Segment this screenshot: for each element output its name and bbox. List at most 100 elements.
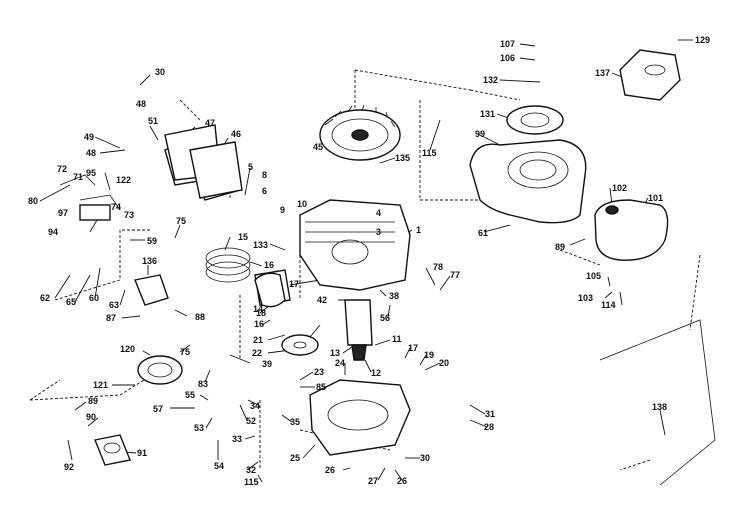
crankshaft [344, 299, 373, 361]
governor-linkage [59, 174, 121, 221]
label-11: 11 [392, 334, 402, 344]
filter [137, 355, 183, 385]
crankcase-base [309, 379, 411, 456]
label-23: 23 [314, 367, 324, 377]
label-90: 90 [86, 412, 96, 422]
piston-rings [205, 247, 251, 283]
label-42: 42 [317, 295, 327, 305]
label-47: 47 [205, 118, 215, 128]
label-6: 6 [262, 186, 267, 196]
label-15: 15 [238, 232, 248, 242]
label-26: 26 [325, 465, 335, 475]
label-17: 17 [289, 279, 299, 289]
label-62: 62 [40, 293, 50, 303]
rewind-starter [506, 105, 564, 135]
label-14: 14 [253, 304, 263, 314]
cam-gear [281, 334, 319, 356]
label-56: 56 [380, 313, 390, 323]
label-18: 18 [256, 308, 266, 318]
part-labels: 107 106 129 30 48 132 137 131 51 47 49 4… [28, 35, 710, 487]
spin-filter [94, 434, 131, 466]
label-135: 135 [395, 153, 410, 163]
leader-lines [39, 39, 693, 483]
label-45: 45 [313, 142, 323, 152]
label-34: 34 [250, 401, 260, 411]
label-72: 72 [57, 164, 67, 174]
label-46: 46 [231, 129, 241, 139]
label-27: 27 [368, 476, 378, 486]
label-5: 5 [248, 162, 253, 172]
label-53: 53 [194, 423, 204, 433]
label-94: 94 [48, 227, 58, 237]
label-16: 16 [264, 260, 274, 270]
label-38: 38 [389, 291, 399, 301]
label-48b: 48 [86, 148, 96, 158]
label-89b: 89 [88, 396, 98, 406]
label-4: 4 [376, 208, 381, 218]
label-99: 99 [475, 129, 485, 139]
label-85: 85 [316, 382, 326, 392]
label-30b: 30 [420, 453, 430, 463]
label-129: 129 [695, 35, 710, 45]
label-133: 133 [253, 240, 268, 250]
label-16b: 16 [254, 319, 264, 329]
gasket [164, 124, 243, 199]
label-13: 13 [330, 348, 340, 358]
label-26b: 26 [397, 476, 407, 486]
label-51: 51 [148, 116, 158, 126]
label-114: 114 [601, 300, 616, 310]
label-78: 78 [433, 262, 443, 272]
label-77: 77 [450, 270, 460, 280]
label-54: 54 [214, 461, 224, 471]
label-97: 97 [58, 208, 68, 218]
label-115b: 115 [244, 477, 259, 487]
label-57: 57 [153, 404, 163, 414]
label-101: 101 [648, 193, 663, 203]
label-75b: 75 [180, 347, 190, 357]
label-89: 89 [555, 242, 565, 252]
label-136: 136 [142, 256, 157, 266]
label-9: 9 [280, 205, 285, 215]
label-8: 8 [262, 170, 267, 180]
label-63: 63 [109, 300, 119, 310]
label-3: 3 [376, 227, 381, 237]
label-55: 55 [185, 390, 195, 400]
blower-housing [469, 139, 587, 224]
label-19: 19 [424, 350, 434, 360]
label-91: 91 [137, 448, 147, 458]
label-87: 87 [106, 313, 116, 323]
label-59: 59 [147, 236, 157, 246]
label-48: 48 [136, 99, 146, 109]
label-24: 24 [335, 358, 345, 368]
label-30: 30 [155, 67, 165, 77]
label-49: 49 [84, 132, 94, 142]
label-75: 75 [176, 216, 186, 226]
label-21: 21 [253, 335, 263, 345]
label-35: 35 [290, 417, 300, 427]
label-95: 95 [86, 168, 96, 178]
label-92: 92 [64, 462, 74, 472]
label-65: 65 [66, 297, 76, 307]
label-122: 122 [116, 175, 131, 185]
label-121: 121 [93, 380, 108, 390]
label-83: 83 [198, 379, 208, 389]
bracket [134, 274, 169, 306]
label-138: 138 [652, 402, 667, 412]
cover-plate [599, 319, 716, 486]
parts [59, 49, 716, 486]
label-17b: 17 [408, 343, 418, 353]
label-88: 88 [195, 312, 205, 322]
cylinder-block [299, 199, 411, 291]
top-cover [619, 49, 681, 101]
label-105: 105 [586, 271, 601, 281]
label-52: 52 [246, 416, 256, 426]
label-61: 61 [478, 228, 488, 238]
label-103: 103 [578, 293, 593, 303]
label-115: 115 [422, 148, 437, 158]
label-39: 39 [262, 359, 272, 369]
label-102: 102 [612, 183, 627, 193]
label-131: 131 [480, 109, 495, 119]
label-107: 107 [500, 39, 515, 49]
